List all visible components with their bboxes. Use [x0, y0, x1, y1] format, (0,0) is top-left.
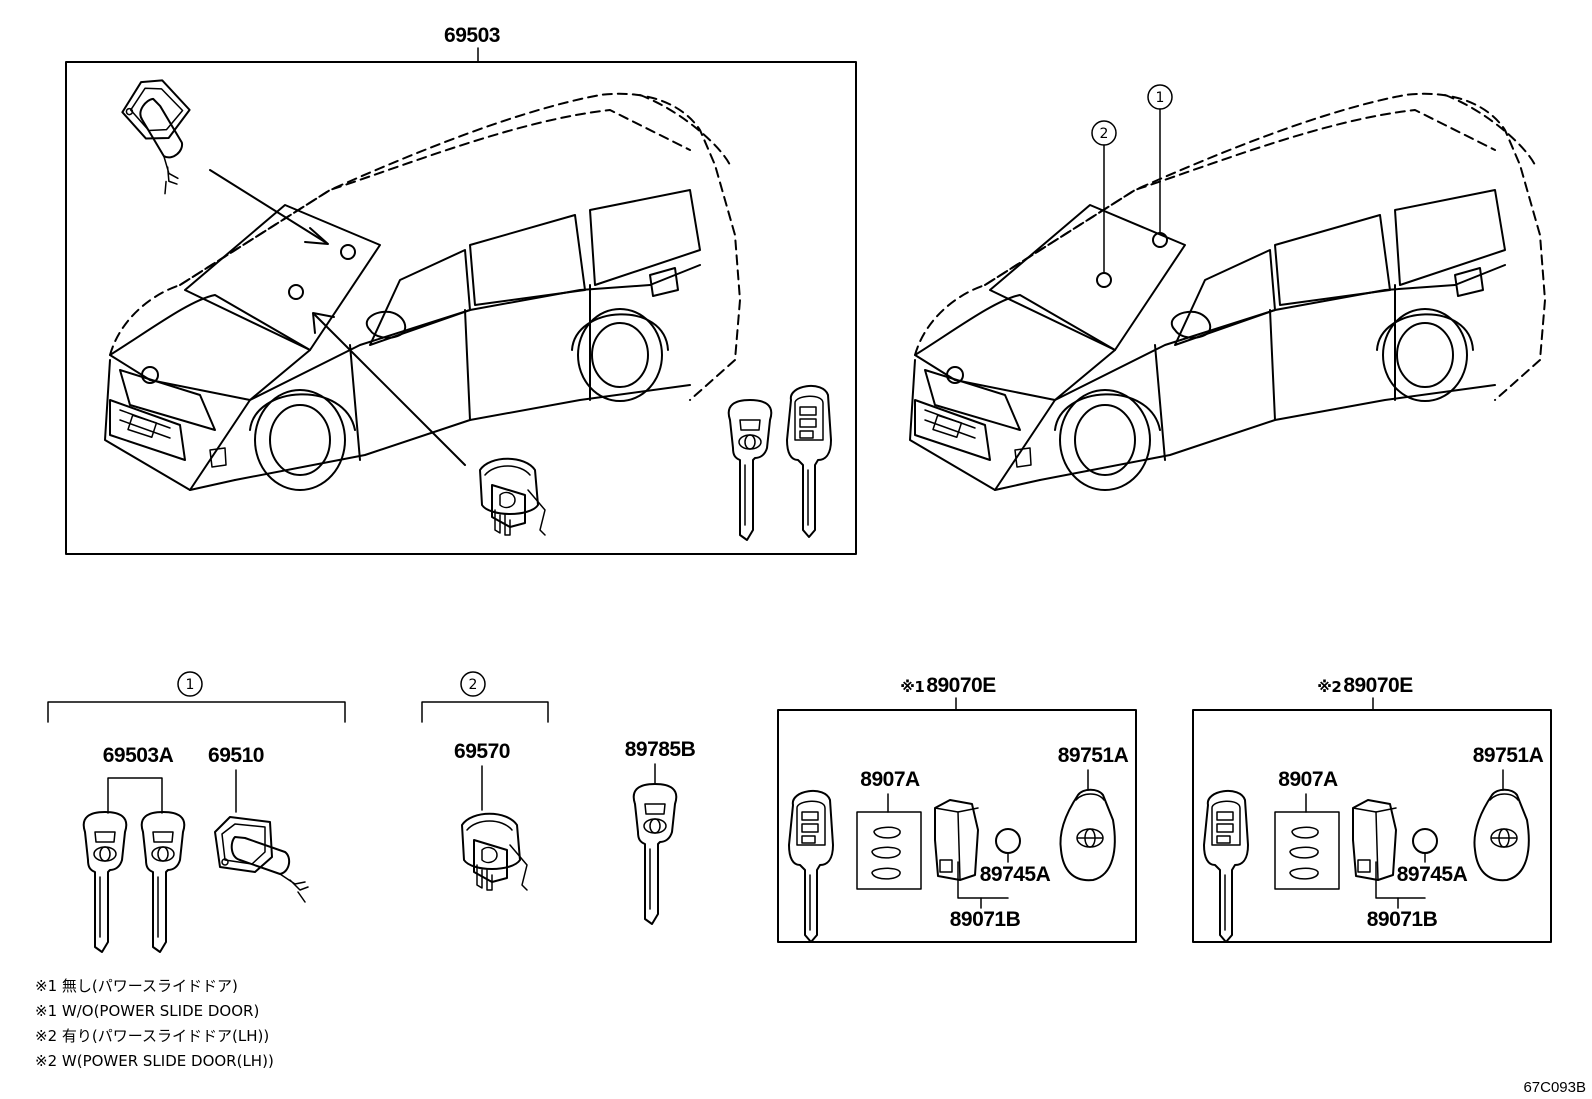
van-icon — [909, 92, 1546, 492]
van-icon — [104, 92, 741, 492]
lock-cylinder-icon — [214, 816, 309, 903]
part-89745A-label: 89745A — [980, 863, 1051, 886]
assembly-box — [65, 61, 857, 555]
kit-1-title: ※189070E — [900, 674, 996, 697]
location-point-2 — [1096, 272, 1112, 288]
callout-1-label: 1 — [1156, 90, 1165, 106]
illustration-code: 67C093B — [1523, 1079, 1586, 1096]
group-1-callout-label: 1 — [186, 677, 195, 693]
note-2-en: ※2 W(POWER SLIDE DOOR(LH)) — [35, 1052, 274, 1070]
vehicle-location-view: 1 2 — [909, 84, 1546, 492]
part-89751A-label: 89751A — [1473, 744, 1544, 767]
transmitter-unit-icon — [934, 799, 979, 881]
part-89071B-label: 89071B — [1367, 908, 1438, 931]
note-2-ja: ※2 有り(パワースライドドア(LH)) — [35, 1027, 269, 1045]
battery-icon — [1412, 828, 1438, 854]
key-icon — [82, 811, 128, 953]
assembly-69503-panel: 69503 — [65, 24, 857, 555]
part-8907A-label: 8907A — [1278, 768, 1338, 791]
button-pad-icon — [871, 826, 901, 880]
part-69570-label: 69570 — [454, 740, 510, 763]
key-icon — [727, 399, 773, 541]
remote-key-icon — [788, 789, 834, 943]
door-lock-point — [340, 244, 356, 260]
callout-2-label: 2 — [1100, 126, 1109, 142]
lock-cylinder-icon — [95, 69, 223, 197]
remote-key-icon — [1203, 789, 1249, 943]
part-89785B-label: 89785B — [625, 738, 696, 761]
button-pad-box — [856, 811, 922, 890]
kit-2-title: ※289070E — [1317, 674, 1413, 697]
button-pad-box — [1274, 811, 1340, 890]
remote-shell-icon — [1473, 788, 1530, 882]
ignition-cylinder-icon — [461, 812, 528, 891]
part-89751A-label: 89751A — [1058, 744, 1129, 767]
transmitter-unit-icon — [1352, 799, 1397, 881]
button-pad-icon — [1289, 826, 1319, 880]
ignition-cylinder-icon — [479, 457, 546, 536]
remote-shell-icon — [1059, 788, 1116, 882]
group-2-callout — [460, 671, 486, 697]
battery-icon — [995, 828, 1021, 854]
note-1-ja: ※1 無し(パワースライドドア) — [35, 977, 238, 995]
assembly-number: 69503 — [444, 24, 500, 47]
location-point-1 — [1152, 232, 1168, 248]
part-89745A-label: 89745A — [1397, 863, 1468, 886]
group-2-callout-label: 2 — [469, 677, 478, 693]
group-2: 2 69570 — [421, 671, 549, 891]
note-1-en: ※1 W/O(POWER SLIDE DOOR) — [35, 1002, 259, 1020]
remote-key-icon — [786, 384, 832, 538]
kit-2-box — [1192, 709, 1552, 943]
part-69503A-label: 69503A — [103, 744, 174, 767]
footnotes: ※1 無し(パワースライドドア) ※1 W/O(POWER SLIDE DOOR… — [35, 977, 274, 1070]
part-89071B-label: 89071B — [950, 908, 1021, 931]
kit-1-box — [777, 709, 1137, 943]
group-1-callout — [177, 671, 203, 697]
part-69510-label: 69510 — [208, 744, 264, 767]
kit-1: ※189070E 8907A 89745A 89071B 89751A — [777, 674, 1137, 943]
kit-2: ※289070E 8907A 89745A 89071B 89751A — [1192, 674, 1552, 943]
part-8907A-label: 8907A — [860, 768, 920, 791]
key-blank: 89785B — [625, 738, 696, 925]
key-icon — [632, 783, 678, 925]
key-icon — [140, 811, 186, 953]
group-1: 1 69503A 69510 — [47, 671, 346, 953]
ignition-point — [288, 284, 304, 300]
